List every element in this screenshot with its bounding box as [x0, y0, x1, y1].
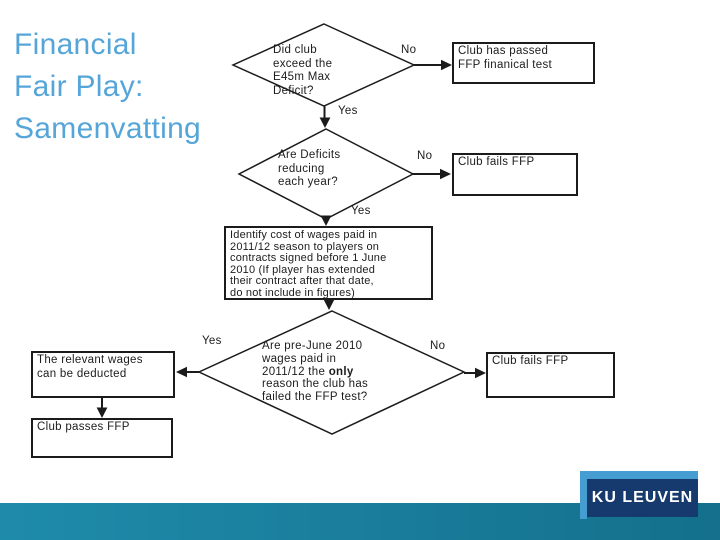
- arrowhead-wages-d3: [323, 299, 335, 310]
- pass-box-text: Club has passed FFP finanical test: [458, 45, 553, 71]
- arrowhead-d1-yes: [319, 117, 331, 128]
- fail-box-1-text: Club fails FFP: [458, 156, 535, 168]
- slide-title: Financial Fair Play: Samenvatting: [14, 28, 202, 145]
- label-yes-1: Yes: [338, 105, 358, 117]
- fail-box-2: Club fails FFP: [486, 352, 615, 398]
- fail-box-1: Club fails FFP: [452, 153, 578, 196]
- deduct-box-text: The relevant wages can be deducted: [37, 354, 143, 380]
- label-no-2: No: [417, 150, 433, 162]
- label-no-3: No: [430, 340, 446, 352]
- decision2-text: Are Deficits reducing each year?: [278, 149, 341, 188]
- arrowhead-deduct-passes: [96, 407, 108, 418]
- passes-box-text: Club passes FFP: [37, 421, 130, 433]
- logo-accent-left: [580, 471, 587, 519]
- deduct-box: The relevant wages can be deducted: [31, 351, 175, 398]
- pass-box: Club has passed FFP finanical test: [452, 42, 595, 84]
- wages-box-text: Identify cost of wages paid in 2011/12 s…: [230, 229, 387, 299]
- arrowhead-d1-no: [441, 59, 452, 71]
- label-yes-3: Yes: [202, 335, 222, 347]
- arrowhead-d3-yes: [176, 366, 187, 378]
- label-no-1: No: [401, 44, 417, 56]
- decision1-text: Did club exceed the E45m Max Deficit?: [273, 44, 333, 97]
- fail-box-2-text: Club fails FFP: [492, 355, 569, 367]
- passes-box: Club passes FFP: [31, 418, 173, 458]
- label-yes-2: Yes: [351, 205, 371, 217]
- arrowhead-d2-yes: [320, 215, 332, 226]
- decision3-text-after: reason the club has failed the FFP test?: [262, 378, 369, 404]
- decision3-text-bold: only: [328, 365, 354, 378]
- arrowhead-d2-no: [440, 168, 451, 180]
- logo-accent-top: [580, 471, 698, 479]
- decision-diamond-3: [197, 310, 466, 435]
- decision3-text-before: Are pre-June 2010 wages paid in 2011/12 …: [262, 340, 363, 378]
- arrowhead-d3-no: [475, 367, 486, 379]
- ku-leuven-logo-text: KU LEUVEN: [587, 479, 698, 517]
- wages-box: Identify cost of wages paid in 2011/12 s…: [224, 226, 433, 300]
- decision3-text: Are pre-June 2010 wages paid in 2011/12 …: [262, 340, 422, 404]
